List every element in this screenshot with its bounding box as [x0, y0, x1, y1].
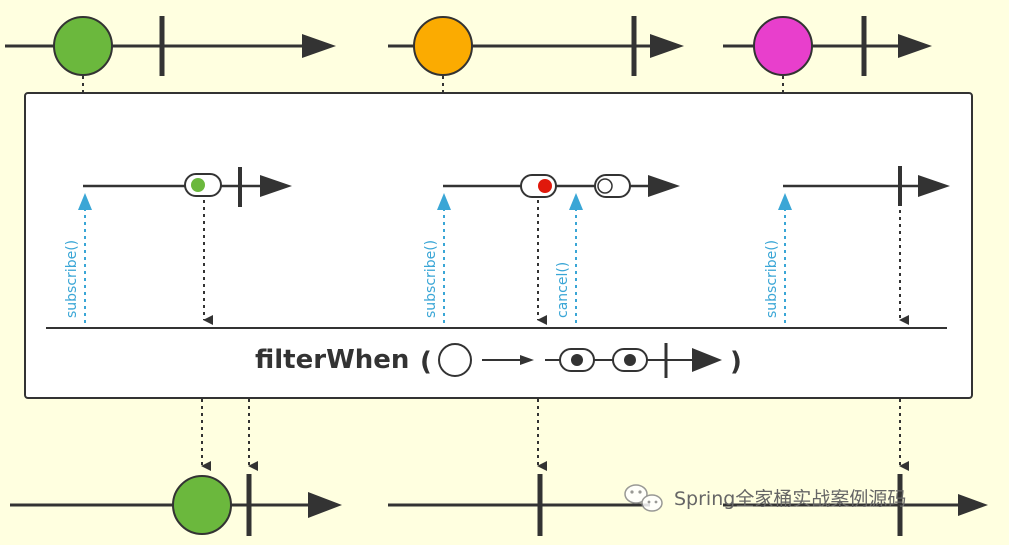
- operator-box: [24, 92, 973, 399]
- open-paren: (: [420, 347, 432, 377]
- close-paren: ): [730, 347, 742, 377]
- subscribe-label-3: subscribe(): [764, 240, 780, 318]
- green-dot: [191, 178, 205, 192]
- signal-lines: [84, 205, 786, 323]
- emission-arrows-out: [201, 399, 909, 471]
- input-value-icon: [438, 343, 472, 377]
- green-marble: [53, 16, 113, 76]
- orange-marble: [413, 16, 473, 76]
- output-timeline-2: [388, 474, 650, 536]
- operator-name: filterWhen: [255, 345, 409, 375]
- red-dot: [538, 179, 552, 193]
- signal-arrowheads: [78, 193, 792, 210]
- output-timeline-1: [10, 474, 342, 536]
- operator-signature: [438, 343, 722, 378]
- inner-timeline-2: [443, 174, 680, 198]
- watermark-text: Spring全家桶实战案例源码: [674, 488, 906, 510]
- output-green-marble: [172, 475, 232, 535]
- cancel-label: cancel(): [555, 262, 571, 318]
- inner-result-arrows: [203, 200, 909, 325]
- wechat-icon: [624, 484, 663, 512]
- magenta-marble: [753, 16, 813, 76]
- inner-timeline-1: [83, 167, 292, 207]
- subscribe-label-2: subscribe(): [423, 240, 439, 318]
- inner-timeline-3: [783, 166, 950, 206]
- empty-dot: [597, 178, 613, 194]
- output-timeline-3: [723, 474, 988, 536]
- subscribe-label-1: subscribe(): [64, 240, 80, 318]
